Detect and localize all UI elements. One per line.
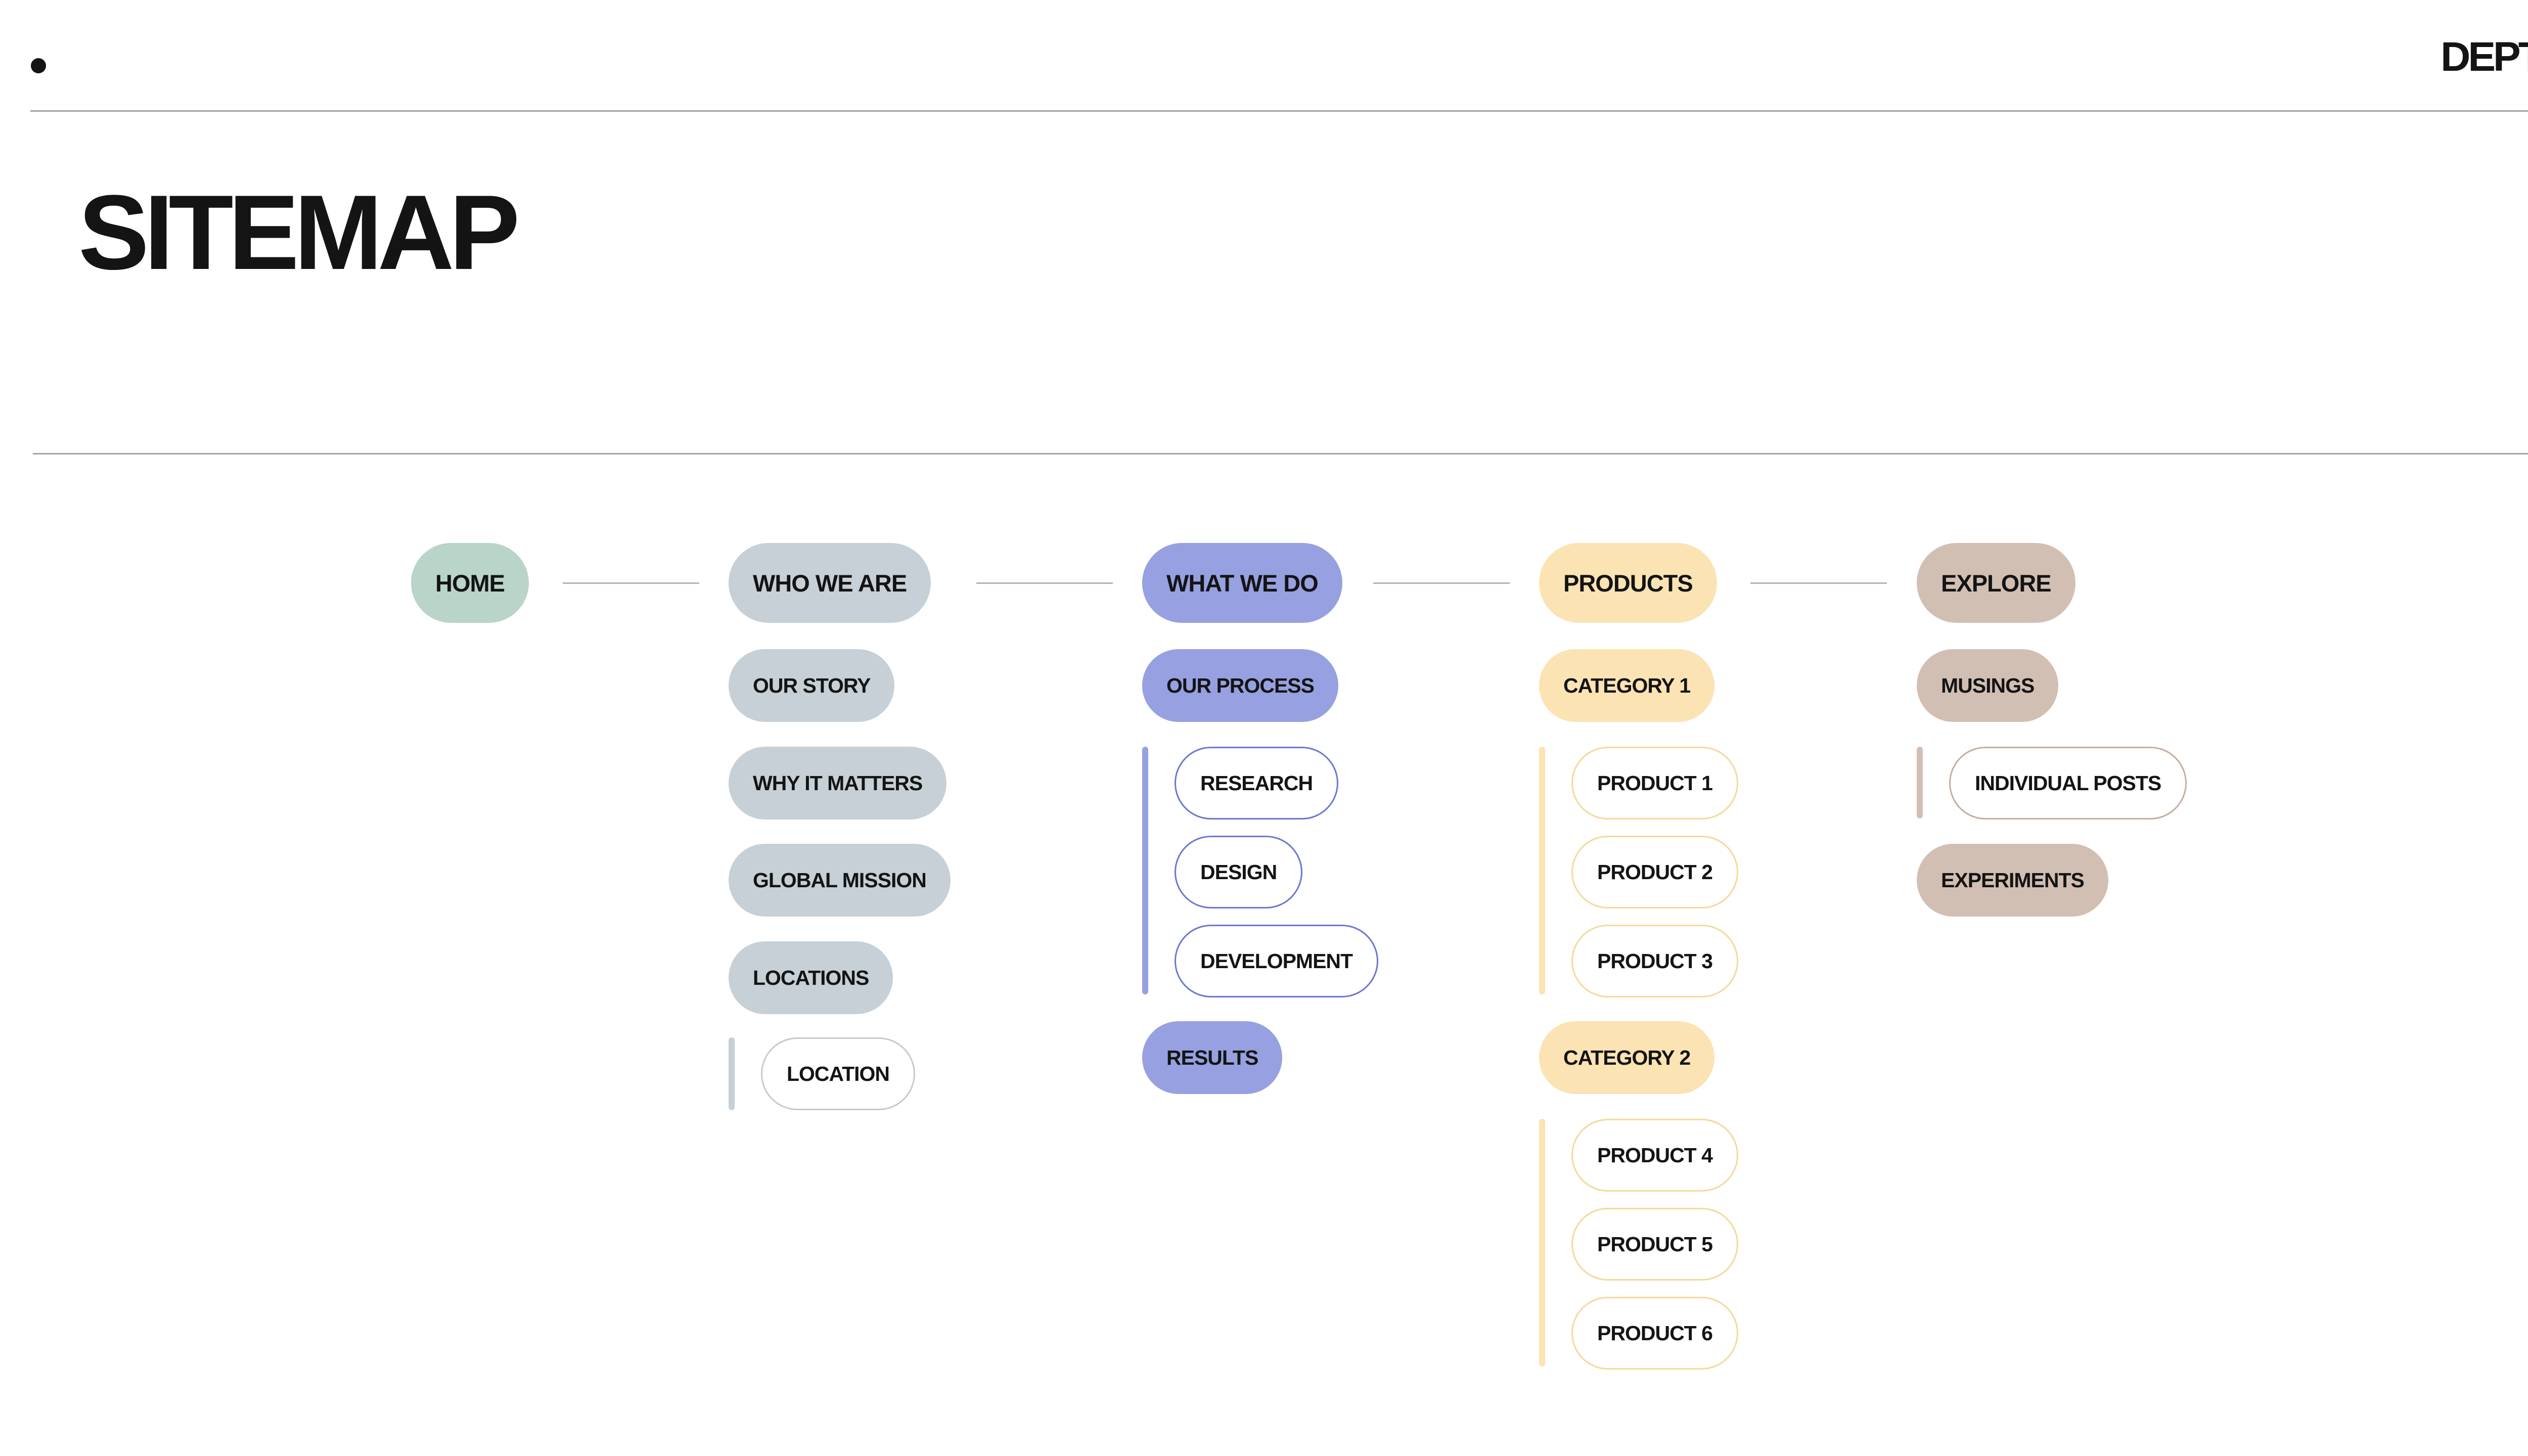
node-product-1[interactable]: PRODUCT 1 — [1571, 747, 1738, 820]
node-results[interactable]: RESULTS — [1142, 1021, 1283, 1094]
node-design[interactable]: DESIGN — [1175, 836, 1303, 908]
children-bar-musings — [1917, 747, 1923, 818]
node-individual-posts[interactable]: INDIVIDUAL POSTS — [1949, 747, 2187, 820]
node-product-4[interactable]: PRODUCT 4 — [1571, 1119, 1738, 1192]
node-product-3[interactable]: PRODUCT 3 — [1571, 925, 1738, 997]
node-explore[interactable]: EXPLORE — [1917, 543, 2075, 623]
children-bar-category-2 — [1539, 1119, 1545, 1367]
header-divider — [30, 110, 2528, 112]
dept-logo: DEPT® — [2441, 36, 2528, 78]
node-research[interactable]: RESEARCH — [1175, 747, 1339, 820]
node-location[interactable]: LOCATION — [761, 1037, 916, 1110]
children-bar-our-process — [1142, 747, 1148, 994]
connector-what-we-do-products — [1373, 582, 1510, 584]
node-why-it-matters[interactable]: WHY IT MATTERS — [729, 747, 947, 820]
title-divider — [33, 453, 2528, 454]
node-locations[interactable]: LOCATIONS — [729, 941, 893, 1014]
node-musings[interactable]: MUSINGS — [1917, 649, 2059, 722]
node-category-1[interactable]: CATEGORY 1 — [1539, 649, 1715, 722]
node-global-mission[interactable]: GLOBAL MISSION — [729, 844, 951, 917]
page-title: SITEMAP — [78, 173, 520, 292]
children-bar-locations — [729, 1037, 735, 1110]
node-product-5[interactable]: PRODUCT 5 — [1571, 1208, 1738, 1281]
connector-home-who-we-are — [563, 582, 699, 584]
bullet-dot — [31, 58, 46, 73]
node-product-2[interactable]: PRODUCT 2 — [1571, 836, 1738, 908]
node-who-we-are[interactable]: WHO WE ARE — [729, 543, 931, 623]
children-bar-category-1 — [1539, 747, 1545, 994]
node-our-story[interactable]: OUR STORY — [729, 649, 895, 722]
node-what-we-do[interactable]: WHAT WE DO — [1142, 543, 1342, 623]
node-category-2[interactable]: CATEGORY 2 — [1539, 1021, 1715, 1094]
node-products[interactable]: PRODUCTS — [1539, 543, 1717, 623]
node-our-process[interactable]: OUR PROCESS — [1142, 649, 1338, 722]
connector-who-we-are-what-we-do — [976, 582, 1113, 584]
node-home[interactable]: HOME — [411, 543, 529, 623]
connector-products-explore — [1750, 582, 1887, 584]
node-development[interactable]: DEVELOPMENT — [1175, 925, 1379, 997]
logo-text: DEPT — [2441, 34, 2528, 80]
node-experiments[interactable]: EXPERIMENTS — [1917, 844, 2108, 917]
node-product-6[interactable]: PRODUCT 6 — [1571, 1297, 1738, 1370]
